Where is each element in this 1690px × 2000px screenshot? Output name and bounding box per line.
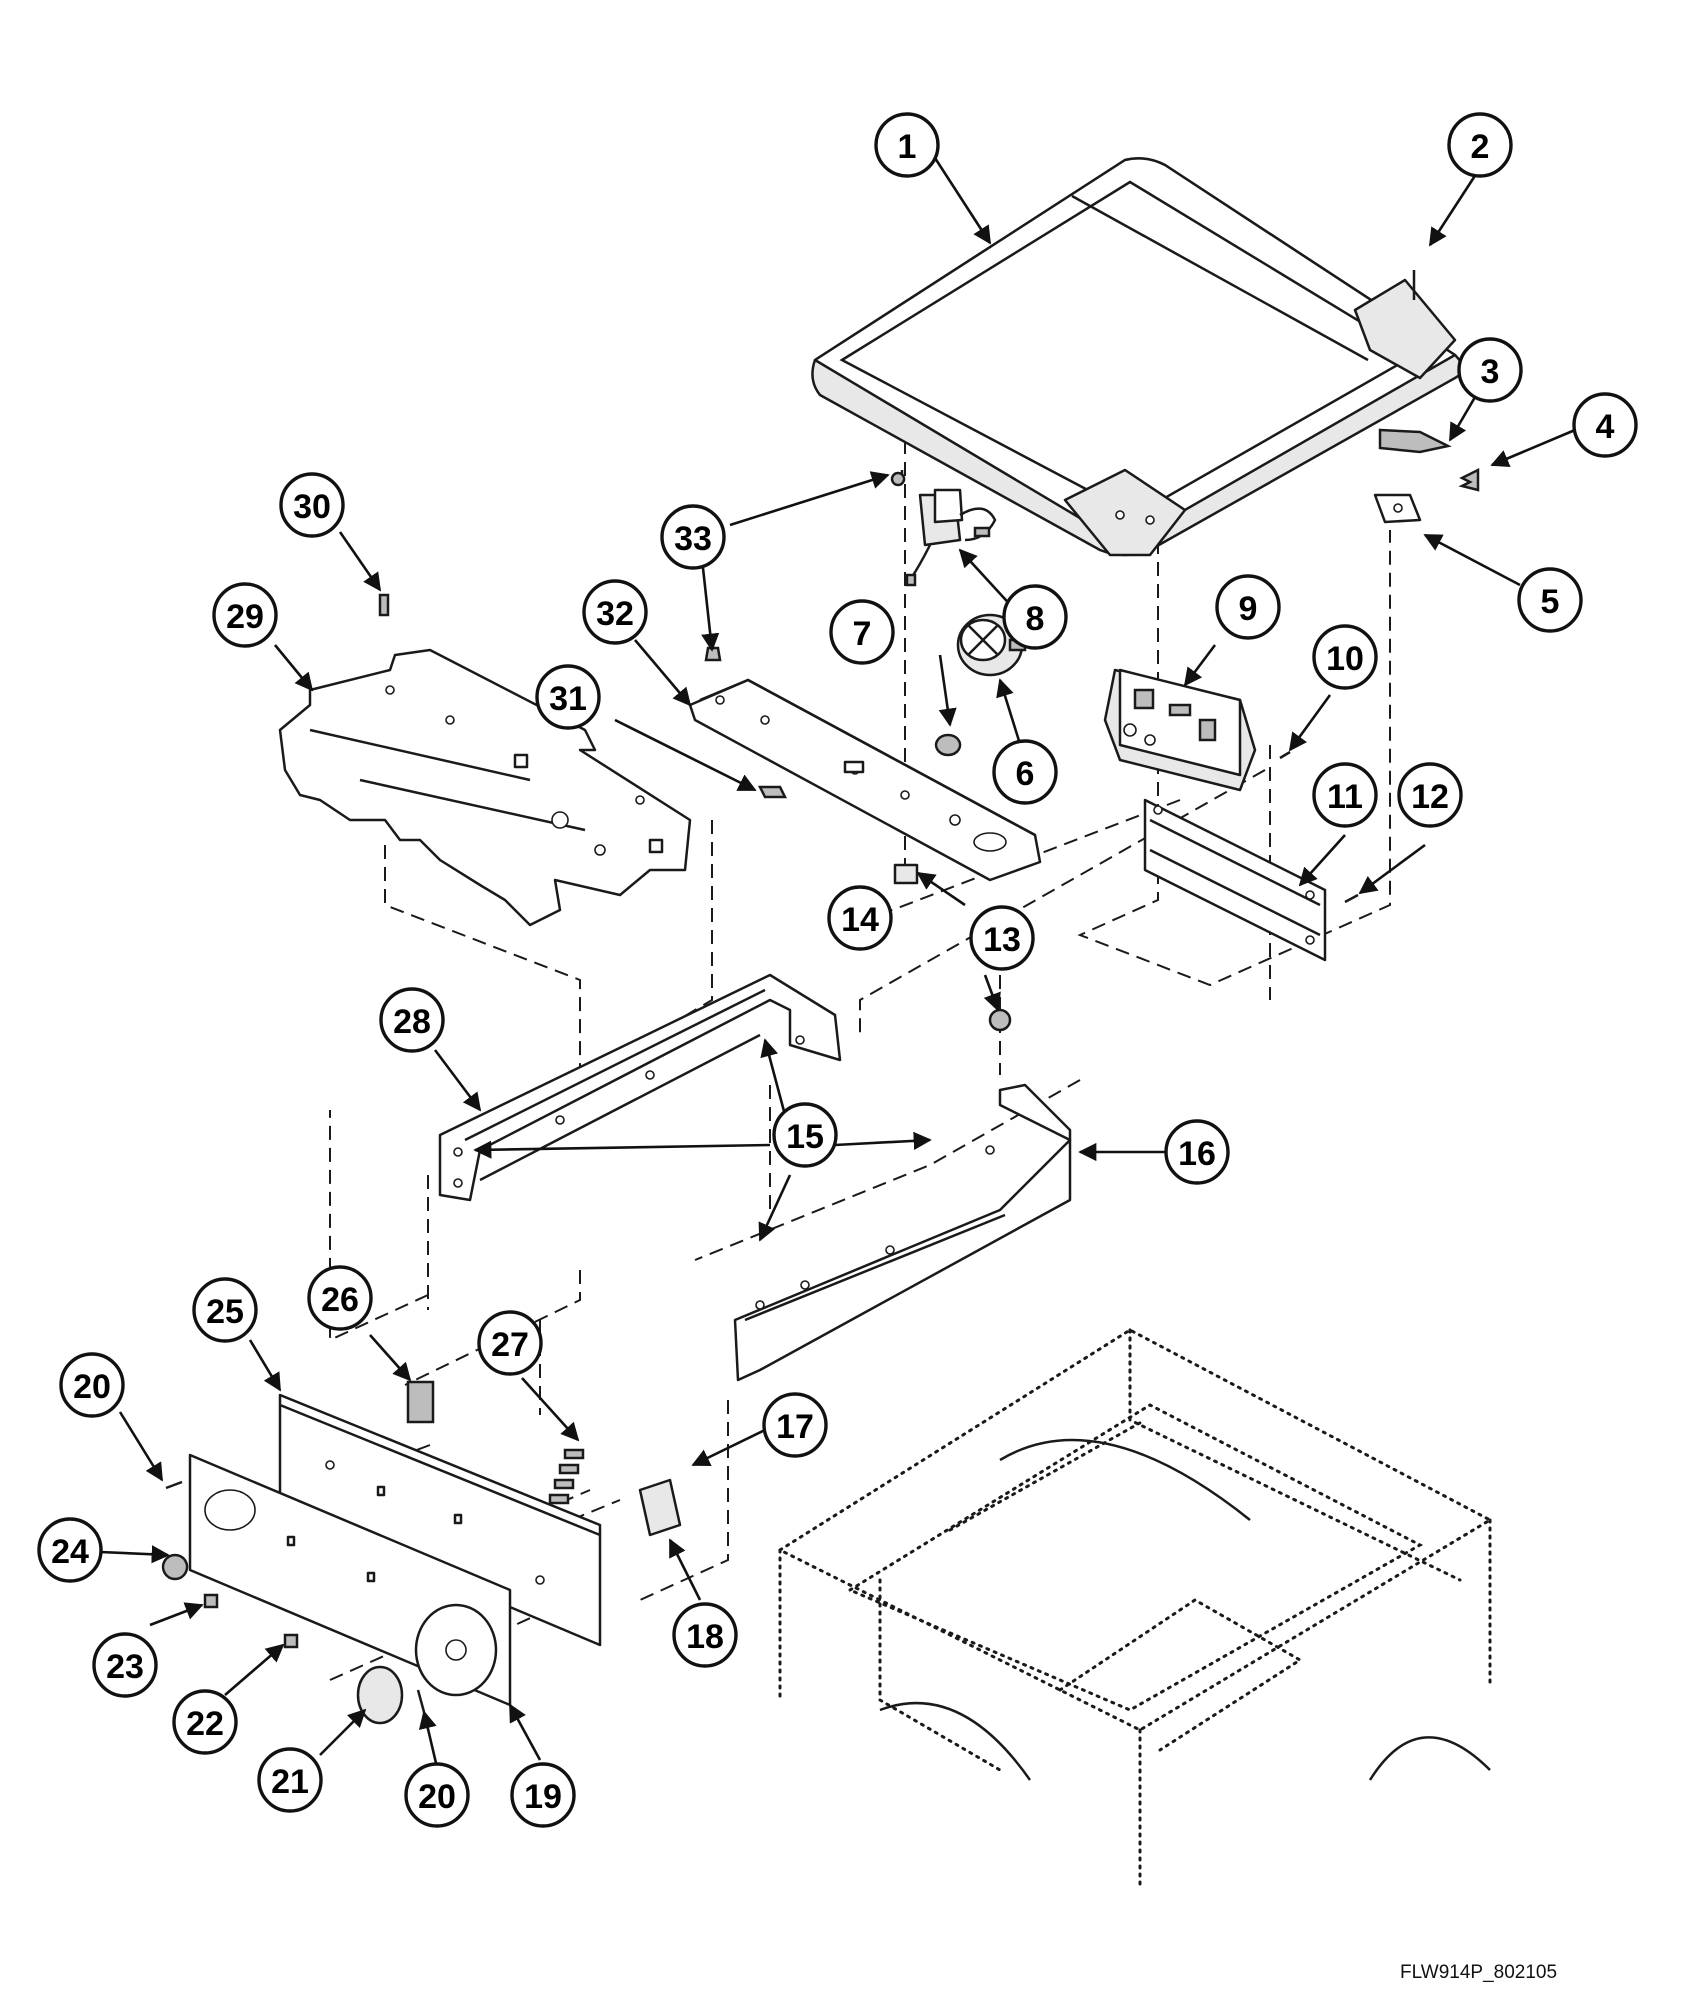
svg-text:11: 11 [1327, 778, 1363, 816]
svg-text:30: 30 [293, 488, 331, 526]
svg-text:28: 28 [393, 1003, 431, 1041]
svg-text:4: 4 [1596, 408, 1615, 446]
plate-part-29 [278, 593, 692, 927]
svg-text:14: 14 [841, 901, 879, 939]
svg-text:13: 13 [983, 921, 1021, 959]
callout-19: 19 [510, 1762, 576, 1828]
svg-text:20: 20 [418, 1778, 456, 1816]
callout-16: 16 [1164, 1119, 1230, 1185]
bracket-part-11 [1143, 750, 1359, 962]
svg-text:10: 10 [1326, 640, 1364, 678]
channel-part-28 [438, 973, 842, 1202]
callouts: 1 2 3 4 5 6 7 8 9 10 11 12 13 14 15 16 1… [37, 112, 1638, 1828]
svg-text:6: 6 [1016, 755, 1035, 793]
svg-text:29: 29 [226, 598, 264, 636]
svg-text:25: 25 [206, 1293, 244, 1331]
callout-4: 4 [1572, 392, 1638, 458]
callout-33: 33 [660, 504, 726, 570]
top-lid-part-1 [811, 157, 1464, 557]
callout-23: 23 [92, 1632, 158, 1698]
control-panel-part-25 [278, 1393, 602, 1647]
small-parts-17-27 [161, 1380, 682, 1725]
callout-25: 25 [192, 1277, 258, 1343]
control-board-part-9 [1103, 668, 1257, 792]
svg-text:9: 9 [1239, 590, 1258, 628]
drawing-id-label: FLW914P_802105 [1400, 1962, 1558, 1983]
callout-2: 2 [1447, 112, 1513, 178]
svg-text:27: 27 [491, 1326, 529, 1364]
svg-text:17: 17 [776, 1408, 814, 1446]
callout-29: 29 [212, 582, 278, 648]
callout-7: 7 [829, 599, 895, 665]
callout-6: 6 [992, 739, 1058, 805]
callout-24: 24 [37, 1517, 103, 1583]
svg-text:21: 21 [271, 1763, 309, 1801]
svg-text:26: 26 [321, 1281, 359, 1319]
svg-text:7: 7 [853, 615, 872, 653]
console-panel-part-19 [188, 1453, 512, 1707]
callout-17: 17 [762, 1392, 828, 1458]
callout-1: 1 [874, 112, 940, 178]
callout-13: 13 [969, 905, 1035, 971]
callout-21: 21 [257, 1747, 323, 1813]
callout-28: 28 [379, 987, 445, 1053]
svg-text:1: 1 [898, 128, 917, 166]
callout-5: 5 [1517, 567, 1583, 633]
callout-20b: 20 [404, 1762, 470, 1828]
svg-text:16: 16 [1178, 1135, 1216, 1173]
callout-14: 14 [827, 885, 893, 951]
svg-text:5: 5 [1541, 583, 1560, 621]
svg-text:31: 31 [549, 680, 587, 718]
callout-31: 31 [535, 664, 601, 730]
svg-text:32: 32 [596, 595, 634, 633]
svg-text:15: 15 [786, 1118, 824, 1156]
callout-3: 3 [1457, 337, 1523, 403]
nut-part-14 [988, 1008, 1012, 1032]
svg-text:33: 33 [674, 520, 712, 558]
callout-18: 18 [672, 1602, 738, 1668]
callout-11: 11 [1312, 762, 1378, 828]
callout-30: 30 [279, 472, 345, 538]
callout-32: 32 [582, 579, 648, 645]
leader-arrows [99, 157, 1576, 1781]
svg-text:3: 3 [1481, 353, 1500, 391]
callout-20a: 20 [59, 1352, 125, 1418]
svg-text:20: 20 [73, 1368, 111, 1406]
control-bracket-part-32 [688, 471, 1042, 885]
callout-26: 26 [307, 1265, 373, 1331]
svg-text:19: 19 [524, 1778, 562, 1816]
callout-8: 8 [1002, 584, 1068, 650]
channel-part-16 [733, 1083, 1072, 1382]
cabinet-outline [776, 1328, 1494, 1892]
svg-text:12: 12 [1411, 778, 1449, 816]
callout-12: 12 [1397, 762, 1463, 828]
svg-text:8: 8 [1026, 600, 1045, 638]
svg-text:18: 18 [686, 1618, 724, 1656]
hardware-parts-2-5 [1373, 270, 1480, 524]
cabinet-drum-outline [879, 1438, 1491, 1781]
callout-27: 27 [477, 1310, 543, 1376]
callout-15: 15 [772, 1102, 838, 1168]
svg-text:24: 24 [51, 1533, 89, 1571]
svg-text:22: 22 [186, 1705, 224, 1743]
svg-text:23: 23 [106, 1648, 144, 1686]
callout-9: 9 [1215, 574, 1281, 640]
transformer-part-8 [900, 470, 997, 587]
svg-text:2: 2 [1471, 128, 1490, 166]
callout-22: 22 [172, 1689, 238, 1755]
callout-10: 10 [1312, 624, 1378, 690]
